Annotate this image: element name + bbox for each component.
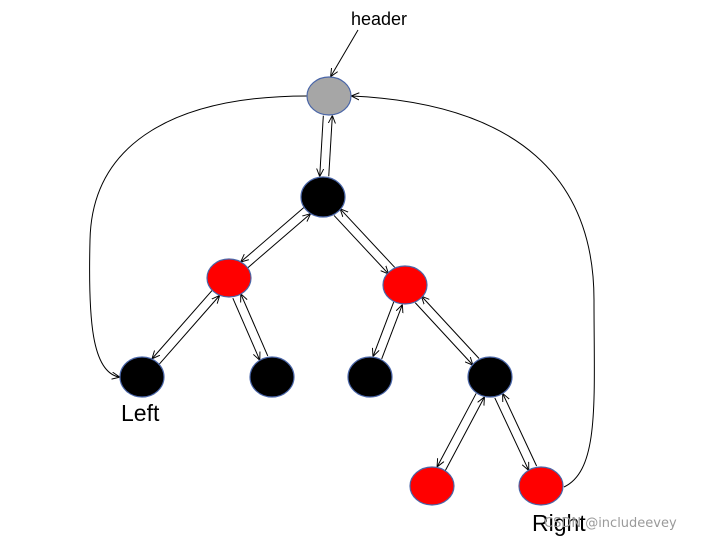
tree-nodes [119, 76, 564, 506]
edge-header-to-root [320, 115, 324, 176]
edge-r1-to-rl [373, 301, 395, 356]
tree-edges [152, 115, 538, 471]
left-right-child-node [249, 356, 295, 398]
right-left-child-node [347, 356, 393, 398]
edge-rr-to-rrr [494, 397, 529, 470]
edge-ll-to-l1 [158, 296, 219, 365]
edge-rr-to-r1 [422, 297, 480, 359]
edge-lr-to-l1 [241, 295, 269, 357]
root-node [300, 176, 346, 218]
edge-l1-to-lr [232, 297, 260, 359]
header-node [306, 76, 352, 116]
edge-l1-to-ll [152, 289, 213, 358]
header-pointer-arrow [331, 29, 359, 76]
right-right-child-node [467, 356, 513, 398]
leftmost-node [119, 356, 165, 398]
rightmost-pointer-curve [352, 96, 595, 488]
left-label: Left [121, 400, 160, 426]
leftmost-pointer-curve [89, 95, 308, 377]
edge-rrr-to-rr [503, 394, 538, 467]
edge-r1-to-root [341, 209, 396, 268]
edge-r1-to-rr [414, 302, 472, 365]
header-label: header [351, 9, 407, 29]
right-red-node [382, 265, 428, 305]
left-red-node [206, 258, 252, 298]
edge-root-to-header [329, 116, 333, 177]
watermark-text: CSDN @includeevey [544, 516, 677, 531]
bottom-left-red-node [409, 466, 455, 506]
edge-root-to-l1 [241, 206, 305, 261]
rightmost-node [518, 466, 564, 506]
edge-rrl-to-rr [444, 398, 484, 471]
right-label: Right [532, 510, 586, 536]
edge-l1-to-root [246, 214, 310, 269]
edge-rr-to-rrl [437, 393, 477, 466]
edge-rl-to-r1 [381, 305, 402, 360]
edge-root-to-r1 [333, 215, 388, 273]
